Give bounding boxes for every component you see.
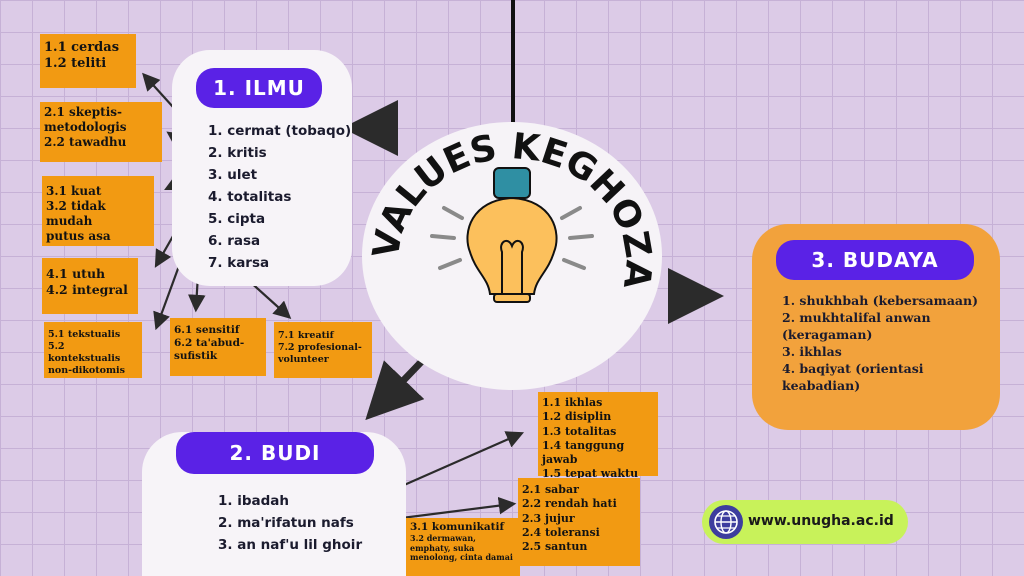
ilmu-item: 6. rasa xyxy=(208,233,261,249)
ilmu-box-4: 4.1 utuh 4.2 integral xyxy=(42,258,138,314)
ilmu-item: 4. totalitas xyxy=(208,189,292,205)
budi-item: 3. an naf'u lil ghoir xyxy=(218,537,363,553)
budi-list: 1. ibadah 2. ma'rifatun nafs 3. an naf'u… xyxy=(218,490,362,556)
budaya-item: 3. ikhlas xyxy=(782,344,842,359)
budi-box-1: 1.1 ikhlas 1.2 disiplin 1.3 totalitas 1.… xyxy=(538,392,658,480)
light-rays xyxy=(430,206,594,270)
budaya-item: 4. baqiyat (orientasi keabadian) xyxy=(782,361,924,393)
ilmu-item: 2. kritis xyxy=(208,145,267,161)
budi-box-2: 2.1 sabar 2.2 rendah hati 2.3 jujur 2.4 … xyxy=(518,478,640,566)
ilmu-item: 3. ulet xyxy=(208,167,258,183)
ilmu-title: 1. ILMU xyxy=(196,68,322,108)
ilmu-item: 7. karsa xyxy=(208,255,270,271)
budi-item: 2. ma'rifatun nafs xyxy=(218,515,354,531)
budi-title: 2. BUDI xyxy=(176,432,374,474)
ilmu-list: 1. cermat (tobaqo) 2. kritis 3. ulet 4. … xyxy=(208,120,351,274)
lightbulb-icon xyxy=(466,167,558,303)
arrow-to-budi xyxy=(365,355,428,421)
ilmu-box-5: 5.1 tekstualis 5.2 kontekstualis non-dik… xyxy=(44,322,142,378)
core-values-ring: CORE VALUES KEGHOZALIAN xyxy=(347,90,659,303)
ilmu-box-2: 2.1 skeptis- metodologis 2.2 tawadhu xyxy=(40,102,162,162)
budi-box-3: 3.1 komunikatif 3.2 dermawan, emphaty, s… xyxy=(406,518,520,576)
ilmu-box-6: 6.1 sensitif 6.2 ta'abud- sufistik xyxy=(170,318,266,376)
ilmu-box-7: 7.1 kreatif 7.2 profesional- volunteer xyxy=(274,322,372,378)
globe-icon xyxy=(709,505,743,539)
ilmu-box-1: 1.1 cerdas 1.2 teliti xyxy=(40,34,136,88)
budaya-list: 1. shukhbah (kebersamaan) 2. mukhtalifal… xyxy=(782,292,990,394)
website-badge[interactable]: www.unugha.ac.id xyxy=(702,500,908,544)
website-link[interactable]: www.unugha.ac.id xyxy=(748,513,894,529)
ilmu-box-3: 3.1 kuat 3.2 tidak mudah putus asa xyxy=(42,176,154,246)
ilmu-item: 1. cermat (tobaqo) xyxy=(208,123,352,139)
budaya-item: 2. mukhtalifal anwan (keragaman) xyxy=(782,310,931,342)
budaya-item: 1. shukhbah (kebersamaan) xyxy=(782,293,979,308)
budi-item: 1. ibadah xyxy=(218,493,290,509)
budaya-title: 3. BUDAYA xyxy=(776,240,974,280)
ilmu-item: 5. cipta xyxy=(208,211,266,227)
